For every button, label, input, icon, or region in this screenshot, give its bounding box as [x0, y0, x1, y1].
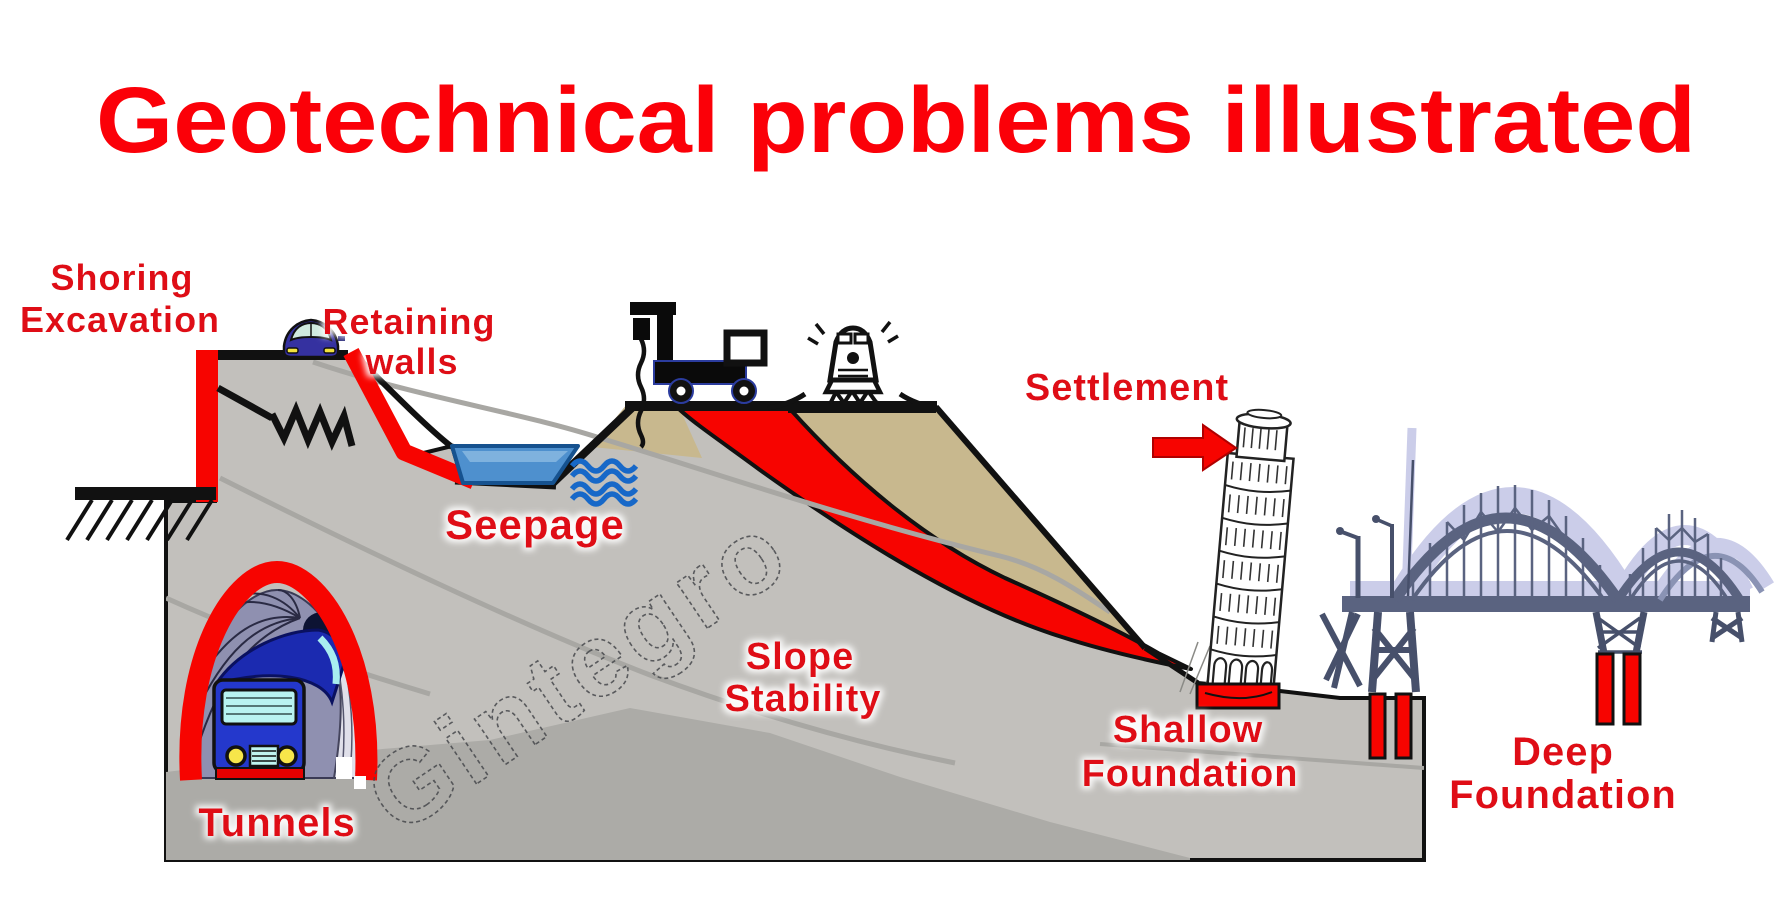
- slope-toe-line: [1143, 645, 1200, 686]
- car-icon: [282, 318, 345, 359]
- label-slope-line2: Stability: [725, 678, 882, 720]
- tunnel-group: [179, 560, 378, 789]
- vibratory-compactor-icon: [767, 320, 938, 413]
- train-icon: [212, 628, 346, 780]
- label-retaining-line1: Retaining: [322, 301, 495, 342]
- tunnel-vault-lines: [193, 589, 301, 753]
- label-tunnels: Tunnels: [198, 801, 355, 845]
- arch-bridge-icon: [1319, 427, 1774, 693]
- leaning-tower-icon: [1205, 408, 1295, 695]
- label-retaining-line2: walls: [364, 341, 458, 382]
- label-shoring-line2: Excavation: [20, 299, 220, 340]
- label-deep-line1: Deep: [1512, 730, 1614, 774]
- tieback-anchor-icon: [216, 384, 356, 451]
- ground-cross-section: [164, 354, 1426, 862]
- drill-rig-truck-icon: [630, 302, 768, 449]
- shallow-foundation-pad-icon: [1195, 682, 1281, 710]
- label-seepage: Seepage: [445, 501, 625, 548]
- soil-layer-line: [312, 359, 1112, 615]
- lamp-post-icon: [1336, 459, 1415, 598]
- shoring-wall: [196, 350, 218, 502]
- label-shallow-line2: Foundation: [1082, 753, 1299, 795]
- bridge-arches: [1390, 512, 1765, 604]
- settlement-group: [1152, 408, 1295, 710]
- label-shallow-line1: Shallow: [1113, 709, 1264, 751]
- label-slope-line1: Slope: [746, 636, 854, 678]
- settlement-arrow-icon: [1152, 423, 1238, 472]
- bridge-piers: [1319, 611, 1745, 693]
- vibration-marks: [807, 320, 899, 346]
- bridge-hangers: [1411, 485, 1723, 598]
- label-settlement: Settlement: [1025, 367, 1229, 409]
- retaining-wall-group: [343, 348, 639, 507]
- deep-foundation-piles-icon: [1368, 652, 1642, 760]
- tan-soil-right: [790, 409, 1158, 653]
- drill-auger: [635, 337, 647, 449]
- pond-upslope-line: [550, 404, 636, 486]
- base-support-hatch-icon: [65, 487, 216, 542]
- soil-layer-line: [218, 475, 956, 766]
- label-shoring-line1: Shoring: [51, 257, 194, 298]
- bridge-deck: [1342, 596, 1750, 612]
- cut-slope-line: [354, 354, 454, 450]
- water-waves-icon: [569, 458, 639, 507]
- deep-soil-layer: [166, 708, 1190, 860]
- bridge-arch-lattice: [1446, 505, 1709, 544]
- soil-layer-line: [1099, 742, 1424, 770]
- shoring-excavation-group: [65, 350, 356, 542]
- tunnel-notch: [336, 757, 352, 779]
- label-deep-line2: Foundation: [1449, 773, 1677, 817]
- retaining-wall: [343, 348, 478, 489]
- tunnel-notch: [354, 776, 366, 789]
- tunnel-lining: [179, 560, 378, 781]
- excavation-top-surface: [216, 350, 348, 360]
- seepage-pond-icon: [450, 444, 580, 485]
- page-title: Geotechnical problems illustrated: [96, 68, 1696, 172]
- slope-face-line: [933, 405, 1148, 650]
